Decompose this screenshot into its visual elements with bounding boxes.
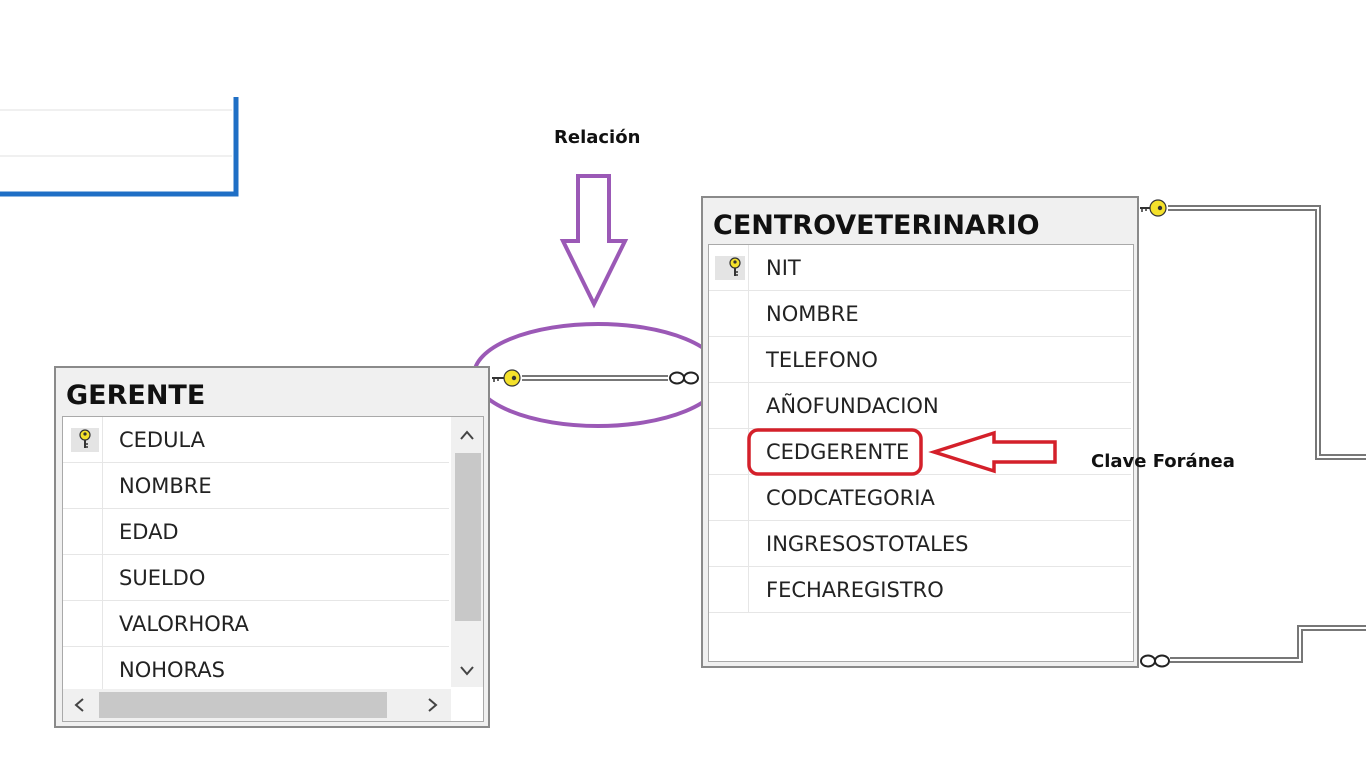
column-row[interactable]: VALORHORA (63, 601, 449, 647)
row-selector[interactable] (709, 475, 749, 520)
row-selector[interactable] (709, 337, 749, 382)
row-selector[interactable] (63, 601, 103, 646)
outgoing-connector-bottom[interactable] (1170, 625, 1366, 663)
column-row[interactable]: AÑOFUNDACION (709, 383, 1131, 429)
foreign-key-arrow (928, 430, 1057, 474)
column-row[interactable]: NOMBRE (63, 463, 449, 509)
foreign-key-highlight (747, 428, 923, 476)
column-name: NOMBRE (119, 474, 212, 498)
column-name: NOMBRE (766, 302, 859, 326)
column-name: CEDULA (119, 428, 206, 452)
chevron-left-icon[interactable] (74, 698, 84, 712)
row-selector[interactable] (63, 647, 103, 692)
key-icon (715, 256, 745, 280)
infinity-icon (1140, 654, 1170, 668)
column-row[interactable]: NOMBRE (709, 291, 1131, 337)
horizontal-scrollbar[interactable] (63, 689, 451, 721)
relation-arrow (559, 174, 629, 309)
column-row[interactable]: SUELDO (63, 555, 449, 601)
column-name: NOHORAS (119, 658, 225, 682)
row-selector[interactable] (709, 567, 749, 612)
scrollbar-thumb[interactable] (99, 692, 387, 718)
column-name: TELEFONO (766, 348, 878, 372)
column-name: VALORHORA (119, 612, 249, 636)
column-list: CEDULA NOMBRE EDAD SUELDO VALORHORA NOHO… (62, 416, 484, 722)
column-name: CEDGERENTE (766, 440, 910, 464)
row-selector[interactable] (63, 509, 103, 554)
row-selector[interactable] (63, 417, 103, 462)
chevron-right-icon[interactable] (428, 698, 438, 712)
column-name: FECHAREGISTRO (766, 578, 944, 602)
table-gerente[interactable]: GERENTE CEDULA NOMBRE EDAD (54, 366, 490, 728)
column-name: INGRESOSTOTALES (766, 532, 969, 556)
chevron-down-icon[interactable] (460, 666, 474, 676)
column-row[interactable]: TELEFONO (709, 337, 1131, 383)
column-row[interactable]: FECHAREGISTRO (709, 567, 1131, 613)
row-selector[interactable] (63, 555, 103, 600)
foreign-key-label: Clave Foránea (1091, 451, 1235, 472)
partial-table[interactable] (0, 97, 239, 197)
column-row[interactable]: CEDULA (63, 417, 449, 463)
row-selector[interactable] (709, 245, 749, 290)
column-row[interactable]: CODCATEGORIA (709, 475, 1131, 521)
relation-label: Relación (554, 127, 641, 148)
row-selector[interactable] (63, 463, 103, 508)
column-row[interactable]: EDAD (63, 509, 449, 555)
row-selector[interactable] (709, 291, 749, 336)
key-icon (71, 428, 99, 452)
scrollbar-thumb[interactable] (455, 453, 481, 621)
key-icon (492, 369, 521, 387)
column-name: NIT (766, 256, 801, 280)
infinity-icon (669, 371, 699, 385)
vertical-scrollbar[interactable] (451, 417, 483, 687)
table-title: GERENTE (66, 380, 206, 411)
column-name: AÑOFUNDACION (766, 394, 939, 418)
outgoing-connector-top[interactable] (1168, 205, 1366, 460)
row-selector[interactable] (709, 521, 749, 566)
column-name: CODCATEGORIA (766, 486, 935, 510)
column-name: SUELDO (119, 566, 206, 590)
column-name: EDAD (119, 520, 179, 544)
table-title: CENTROVETERINARIO (713, 210, 1040, 241)
column-list: NIT NOMBRE TELEFONO AÑOFUNDACION CEDGERE… (708, 244, 1134, 662)
chevron-up-icon[interactable] (460, 430, 474, 440)
key-icon (1140, 199, 1167, 217)
row-selector[interactable] (709, 383, 749, 428)
column-row[interactable]: NIT (709, 245, 1131, 291)
column-row[interactable]: INGRESOSTOTALES (709, 521, 1131, 567)
